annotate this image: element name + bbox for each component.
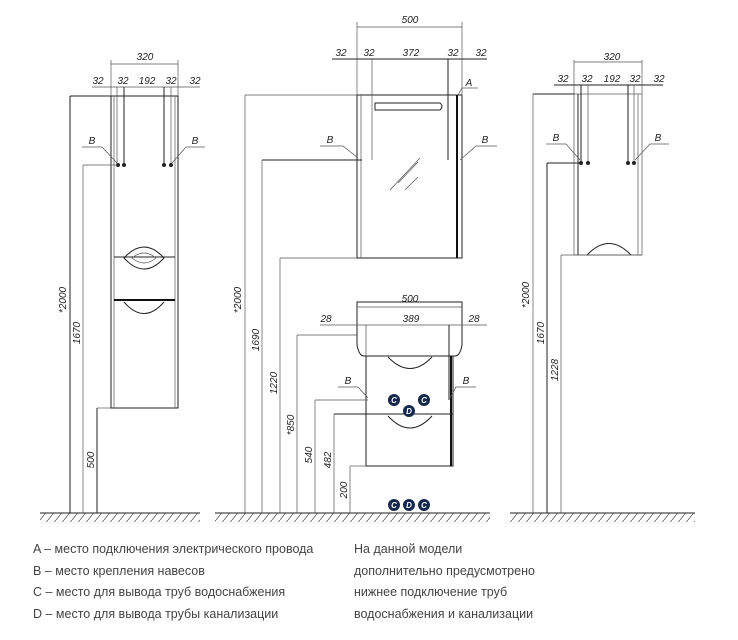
water-marker: C (421, 501, 427, 510)
handle-icon (586, 243, 632, 256)
dim-spacing: 32 (117, 76, 129, 87)
legend-item-d: D – место для вывода трубы канализации (33, 606, 279, 621)
dim-spacing: 28 (319, 314, 332, 325)
note-line: На данной модели (354, 542, 463, 556)
note-line: дополнительно предусмотрено (354, 563, 535, 578)
dim-spacing: 32 (447, 48, 459, 59)
handle-icon (387, 415, 433, 429)
dim-spacing: 32 (363, 48, 375, 59)
mirror-and-vanity-view: 500 32 32 372 32 32 A B B *2000 1690 122… (215, 15, 497, 522)
legend: A – место подключения электрического про… (33, 539, 313, 625)
legend-item-b: B – место крепления навесов (33, 563, 205, 578)
dim-width: 500 (402, 294, 419, 305)
hanger-label: B (655, 133, 662, 144)
water-marker: C (391, 396, 397, 405)
dim-width: 500 (402, 15, 419, 26)
handle-icon (123, 246, 165, 270)
note-line: нижнее подключение труб (354, 585, 508, 599)
dim-spacing: 32 (335, 48, 347, 59)
dim-spacing: 372 (403, 48, 420, 59)
hanger-label: B (345, 376, 352, 387)
dim-spacing: 28 (467, 314, 480, 325)
note-line: водоснабжения и канализации (354, 606, 534, 621)
drain-marker: D (406, 407, 412, 416)
dim-spacing: 192 (604, 74, 621, 85)
water-marker: C (391, 501, 397, 510)
dim-spacing: 32 (581, 74, 593, 85)
dim-height: *850 (286, 414, 297, 435)
dim-spacing: 32 (475, 48, 487, 59)
dim-height: 1228 (550, 358, 561, 381)
dim-height: 1690 (251, 328, 262, 351)
dim-height: 482 (323, 451, 334, 468)
dim-height: 1220 (269, 371, 280, 394)
dim-spacing: 192 (139, 76, 156, 87)
floor-hatch (40, 513, 200, 522)
right-cabinet-view: 320 32 32 192 32 32 B B *2000 1670 1228 (510, 52, 695, 522)
dim-spacing: 32 (189, 76, 201, 87)
dim-height: *2000 (58, 286, 69, 313)
vanity-body (365, 355, 454, 467)
dim-spacing: 32 (653, 74, 665, 85)
dim-height: *2000 (233, 286, 244, 313)
light-bar (374, 102, 443, 111)
dim-height: 1670 (72, 321, 83, 344)
drain-marker: D (406, 501, 412, 510)
dim-spacing: 32 (557, 74, 569, 85)
dim-width: 320 (137, 52, 154, 63)
mirror-outline (356, 94, 463, 259)
dim-height: *2000 (521, 281, 532, 308)
hanger-label: B (553, 133, 560, 144)
left-cabinet-view: 320 32 32 192 32 32 B B *2000 1670 500 (40, 52, 205, 522)
dim-spacing: 32 (165, 76, 177, 87)
handle-icon (387, 356, 433, 369)
dim-height: 540 (304, 446, 315, 463)
hanger-label: B (482, 135, 489, 146)
dim-width: 320 (604, 52, 621, 63)
dim-spacing: 32 (629, 74, 641, 85)
dim-height: 1670 (536, 321, 547, 344)
cabinet-outline (573, 93, 643, 256)
legend-item-c: C – место для вывода труб водоснабжения (33, 585, 286, 599)
sink-top (356, 301, 463, 357)
dim-height: 200 (339, 481, 350, 499)
hanger-label: B (463, 376, 470, 387)
hanger-label: B (327, 135, 334, 146)
dim-height: 500 (86, 451, 97, 468)
handle-icon (123, 301, 165, 314)
hanger-label: B (192, 136, 199, 147)
electric-label: A (465, 78, 473, 89)
water-drain-markers-lower: C D C (388, 499, 430, 511)
floor-hatch (215, 513, 490, 522)
dim-spacing: 389 (403, 314, 420, 325)
legend-item-a: A – место подключения электрического про… (33, 542, 314, 556)
water-marker: C (421, 396, 427, 405)
cabinet-outline (110, 95, 179, 409)
water-drain-markers-upper: C C D (388, 394, 430, 417)
floor-hatch (510, 513, 695, 522)
hanger-label: B (89, 136, 96, 147)
model-note: На данной модели дополнительно предусмот… (354, 539, 535, 625)
dim-spacing: 32 (92, 76, 104, 87)
